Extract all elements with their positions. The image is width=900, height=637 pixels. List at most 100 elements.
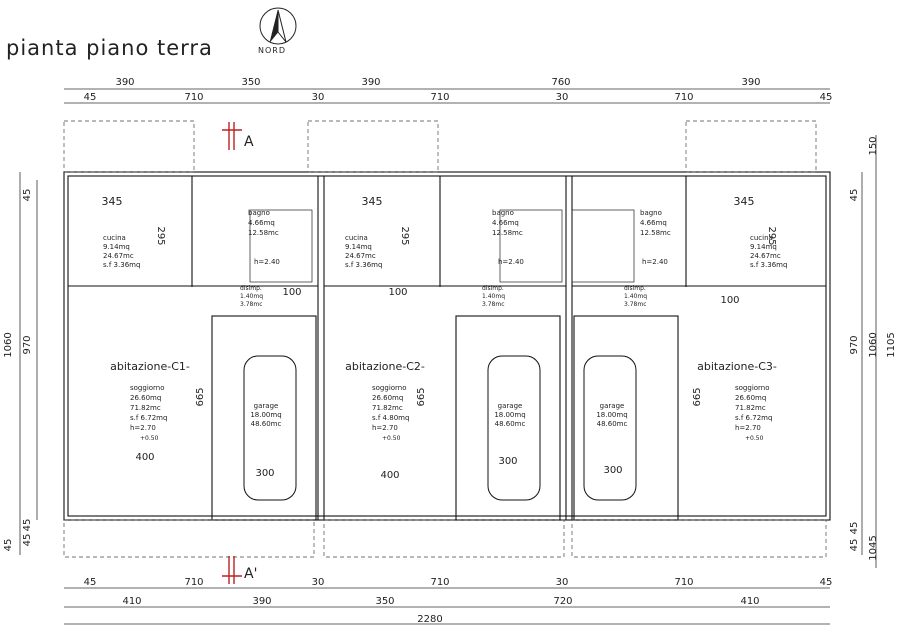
dim-top-1: 390 xyxy=(741,77,760,88)
dim-left: 45 xyxy=(22,519,33,532)
bagno-label: bagno xyxy=(492,209,514,217)
bagno-label: 12.58mc xyxy=(248,229,279,237)
dim-bottom-1: 710 xyxy=(184,577,203,588)
cucina-label: 24.67mc xyxy=(103,252,134,260)
dim-right: 45 xyxy=(849,189,860,202)
dim-top-2: 710 xyxy=(184,92,203,103)
unit-name: abitazione-C1- xyxy=(110,360,190,373)
dim-total: 2280 xyxy=(417,614,442,625)
garage-label: 18.00mq xyxy=(596,411,627,419)
dim-inner: h=2.40 xyxy=(642,258,668,266)
dim-top-1: 390 xyxy=(361,77,380,88)
dim-bottom-1: 30 xyxy=(312,577,325,588)
soggiorno-label: h=2.70 xyxy=(130,424,156,432)
dim-inner: 295 xyxy=(399,226,410,245)
dim-bottom-1: 30 xyxy=(556,577,569,588)
dim-bottom-1: 45 xyxy=(84,577,97,588)
dim-left: 1060 xyxy=(3,332,14,357)
dim-inner: h=2.40 xyxy=(498,258,524,266)
dim-bottom-2: 410 xyxy=(122,596,141,607)
north-arrow-icon xyxy=(259,7,297,45)
bagno-label: 4.66mq xyxy=(492,219,519,227)
north-label: NORD xyxy=(258,46,286,55)
dim-inner: 300 xyxy=(255,468,274,479)
soggiorno-label: s.f 6.72mq xyxy=(130,414,167,422)
dim-inner: 295 xyxy=(766,226,777,245)
dim-inner: 345 xyxy=(362,195,383,208)
soggiorno-label: h=2.70 xyxy=(735,424,761,432)
dim-top-2: 710 xyxy=(674,92,693,103)
cucina-label: cucina xyxy=(103,234,126,242)
disimp-label: 1.40mq xyxy=(240,293,263,300)
dim-left: 45 xyxy=(3,539,14,552)
soggiorno-label: 26.60mq xyxy=(130,394,161,402)
cucina-label: 9.14mq xyxy=(750,243,777,251)
dim-inner: 100 xyxy=(720,295,739,306)
cucina-label: cucina xyxy=(750,234,773,242)
dim-bottom-1: 45 xyxy=(820,577,833,588)
page-title: pianta piano terra xyxy=(6,36,213,60)
dim-inner: 345 xyxy=(102,195,123,208)
garage-label: 48.60mc xyxy=(251,420,282,428)
garage-label: garage xyxy=(498,402,523,410)
soggiorno-label: 71.82mc xyxy=(130,404,161,412)
soggiorno-label: h=2.70 xyxy=(372,424,398,432)
dim-bottom-2: 410 xyxy=(740,596,759,607)
dim-inner: 100 xyxy=(282,287,301,298)
dim-right: 45 xyxy=(849,539,860,552)
garage-label: garage xyxy=(254,402,279,410)
dim-bottom-2: 720 xyxy=(553,596,572,607)
dim-inner: 100 xyxy=(388,287,407,298)
cucina-label: 9.14mq xyxy=(103,243,130,251)
dim-inner: h=2.40 xyxy=(254,258,280,266)
disimp-label: disimp. xyxy=(624,285,646,292)
dim-inner: 665 xyxy=(195,387,206,406)
bagno-label: 4.66mq xyxy=(248,219,275,227)
dim-inner: 295 xyxy=(155,226,166,245)
disimp-label: 3.78mc xyxy=(624,301,647,308)
garage-label: 18.00mq xyxy=(494,411,525,419)
bagno-label: 12.58mc xyxy=(492,229,523,237)
dim-top-1: 390 xyxy=(115,77,134,88)
cucina-label: s.f 3.36mq xyxy=(750,261,787,269)
soggiorno-label: soggiorno xyxy=(130,384,165,392)
dim-bottom-2: 350 xyxy=(375,596,394,607)
garage-label: 48.60mc xyxy=(597,420,628,428)
cucina-label: s.f 3.36mq xyxy=(103,261,140,269)
garage-label: 48.60mc xyxy=(495,420,526,428)
dim-top-2: 45 xyxy=(84,92,97,103)
dim-inner: 300 xyxy=(498,456,517,467)
dim-top-2: 710 xyxy=(430,92,449,103)
bagno-label: 12.58mc xyxy=(640,229,671,237)
dim-inner: 345 xyxy=(734,195,755,208)
dim-right: 1060 xyxy=(868,332,879,357)
dim-inner: 665 xyxy=(692,387,703,406)
level-label: +0.50 xyxy=(382,435,401,442)
section-label-a-prime: A' xyxy=(244,566,257,582)
cucina-label: 9.14mq xyxy=(345,243,372,251)
cars xyxy=(243,355,637,501)
soggiorno-label: 71.82mc xyxy=(735,404,766,412)
dim-bottom-1: 710 xyxy=(430,577,449,588)
dim-left: 970 xyxy=(22,335,33,354)
dim-right: 1105 xyxy=(886,332,897,357)
garage-label: garage xyxy=(600,402,625,410)
dim-left: 45 xyxy=(22,534,33,547)
dim-inner: 400 xyxy=(380,470,399,481)
bagno-label: bagno xyxy=(248,209,270,217)
dim-top-2: 45 xyxy=(820,92,833,103)
dim-inner: 665 xyxy=(416,387,427,406)
dim-right: 970 xyxy=(849,335,860,354)
soggiorno-label: soggiorno xyxy=(735,384,770,392)
dim-right: 1045 xyxy=(868,535,879,560)
dim-right: 45 xyxy=(849,522,860,535)
cucina-label: s.f 3.36mq xyxy=(345,261,382,269)
outline-dashed xyxy=(63,120,827,558)
dim-right: 150 xyxy=(868,136,879,155)
level-label: +0.50 xyxy=(140,435,159,442)
bagno-label: 4.66mq xyxy=(640,219,667,227)
disimp-label: disimp. xyxy=(482,285,504,292)
soggiorno-label: s.f 4.80mq xyxy=(372,414,409,422)
cucina-label: 24.67mc xyxy=(345,252,376,260)
stairs xyxy=(249,209,635,283)
